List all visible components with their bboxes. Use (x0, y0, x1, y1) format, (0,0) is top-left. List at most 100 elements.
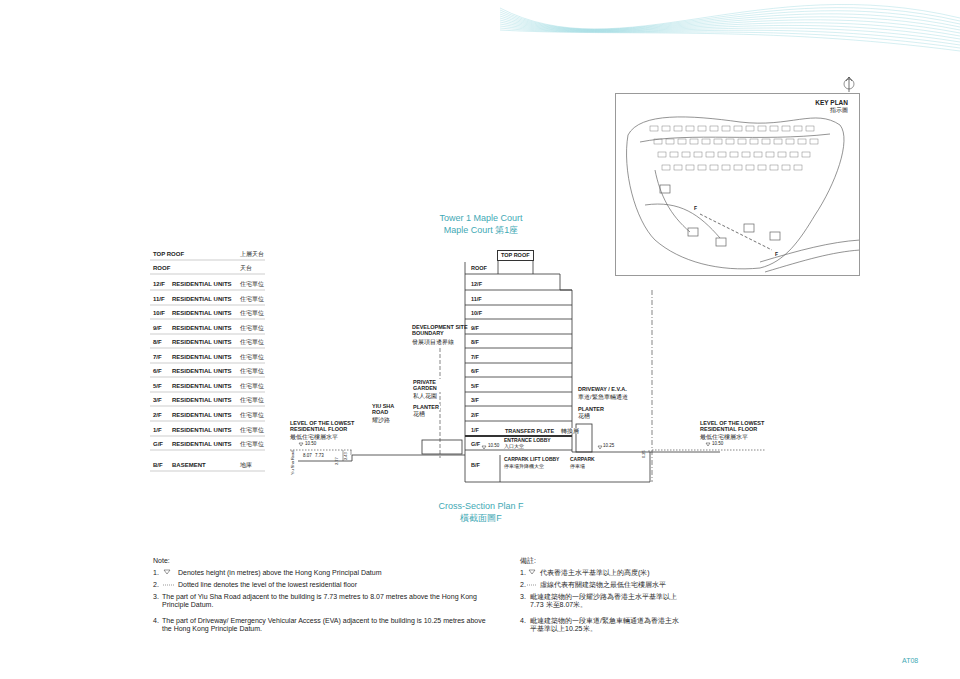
table-rule (150, 421, 265, 422)
key-plan-drawing (770, 232, 780, 240)
house-outline (758, 165, 766, 170)
callout: 私人花園 (412, 393, 438, 399)
house-outline (670, 152, 678, 157)
house-outline (758, 126, 766, 131)
wave-line (500, 4, 960, 29)
table-rule (150, 450, 265, 451)
note-text: 虛線代表有關建築物之最低住宅樓層水平 (540, 581, 666, 589)
house-outline (706, 152, 714, 157)
house-outline (810, 139, 818, 144)
level-marker (527, 585, 537, 586)
floor-use: 住宅單位 (240, 412, 264, 418)
house-outline (698, 165, 706, 170)
table-rule (150, 363, 265, 364)
floor-use: RESIDENTIAL UNITS (172, 441, 232, 448)
table-rule (150, 334, 265, 335)
wave-line (500, 28, 960, 48)
house-outline (658, 152, 666, 157)
callout: TRANSFER PLATE (504, 428, 555, 434)
note-number: 2. (520, 581, 526, 589)
callout: CARPARK (570, 457, 595, 463)
house-outline (698, 126, 706, 131)
callout: PLANTER (578, 406, 604, 412)
floor-use: 地庫 (240, 462, 252, 468)
house-outline (686, 126, 694, 131)
house-outline (734, 126, 742, 131)
key-plan-drawing (700, 214, 772, 250)
title: Tower 1 Maple Court (439, 213, 522, 223)
level-marker (299, 443, 303, 446)
house-outline (742, 152, 750, 157)
house-outline (678, 139, 686, 144)
wave-line (500, 30, 960, 51)
house-outline (666, 139, 674, 144)
house-outline (766, 152, 774, 157)
floor-name: 7/F (153, 354, 162, 361)
table-rule (150, 471, 265, 472)
floor-use: 住宅單位 (240, 397, 264, 403)
floor-slab (465, 305, 572, 306)
roof-structure (498, 261, 533, 274)
table-rule (150, 319, 265, 320)
house-outline (794, 165, 802, 170)
floor-label: ROOF (470, 265, 488, 271)
floor-slab (465, 406, 572, 407)
wave-line (500, 24, 960, 42)
key-plan-drawing (688, 228, 698, 236)
floor-name: 10/F (153, 310, 165, 317)
wave-line (500, 20, 960, 36)
floor-slab (465, 392, 572, 393)
house-outline (802, 152, 810, 157)
section-name: 橫截面圖F (460, 513, 502, 523)
callout: 轉換層 (560, 428, 580, 434)
house-outline (746, 126, 754, 131)
building-section (465, 262, 466, 455)
table-rule (150, 348, 265, 349)
level-callout: 最低住宅樓層水平 (700, 434, 748, 440)
floor-name: 1/F (153, 427, 162, 434)
level-marker (529, 570, 535, 574)
house-outline (674, 126, 682, 131)
floor-use: RESIDENTIAL UNITS (172, 354, 232, 361)
house-outline (798, 139, 806, 144)
floor-label: 5/F (470, 383, 480, 389)
key-plan-drawing (655, 170, 690, 232)
floor-label: 7/F (470, 354, 480, 360)
level-marker (598, 446, 602, 449)
building-section (465, 452, 650, 482)
house-outline (722, 126, 730, 131)
table-rule (150, 260, 265, 261)
floor-use: 天台 (240, 265, 252, 271)
floor-use: RESIDENTIAL UNITS (172, 397, 232, 404)
floor-use: RESIDENTIAL UNITS (172, 339, 232, 346)
callout: ENTRANCE LOBBY (504, 438, 551, 444)
floor-use: RESIDENTIAL UNITS (172, 427, 232, 434)
floor-name: B/F (153, 462, 163, 469)
floor-name: 12/F (153, 281, 165, 288)
floor-label: 6/F (470, 368, 480, 374)
level-marker (482, 446, 486, 449)
house-outline (690, 139, 698, 144)
callout: CARPARK LIFT LOBBY (504, 457, 559, 463)
level-callout: 最低住宅樓層水平 (290, 434, 338, 440)
note-heading: 備註: (520, 557, 536, 565)
building-section (290, 262, 765, 482)
house-outline (782, 165, 790, 170)
dimension-value: 2.43 (344, 452, 349, 460)
floor-label: 11/F (470, 296, 483, 302)
note-number: 4. (520, 617, 526, 625)
wave-line (500, 26, 960, 45)
note-text: 毗連建築物的一段車道/緊急車輛通道為香港主水平基準以上10.25米。 (530, 617, 682, 633)
wave-decoration (500, 4, 960, 51)
height-value: 7.73 (315, 453, 324, 458)
height-value: 8.07 (303, 453, 312, 458)
house-outline (734, 165, 742, 170)
house-outline (662, 126, 670, 131)
house-outline (782, 126, 790, 131)
house-outline (662, 165, 670, 170)
key-plan-drawing (627, 77, 860, 272)
house-outline (654, 139, 662, 144)
floor-use: RESIDENTIAL UNITS (172, 310, 232, 317)
house-outline (806, 126, 814, 131)
callout: 耀沙路 (372, 417, 390, 423)
